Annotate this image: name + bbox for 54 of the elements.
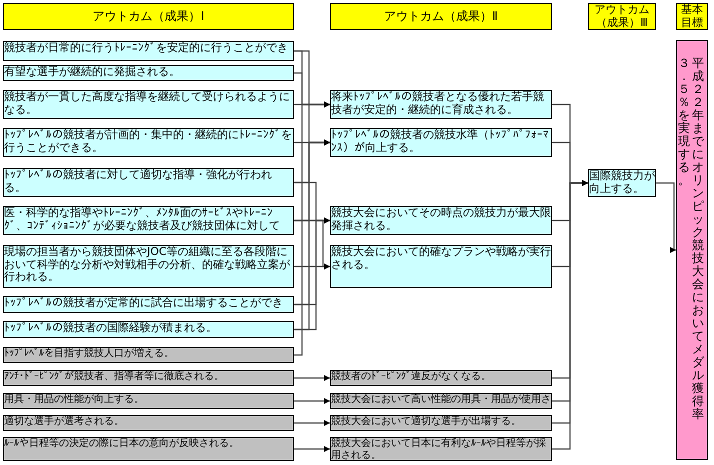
- column-header: [3, 3, 294, 30]
- outcome-box: [3, 347, 294, 363]
- outcome-box: [330, 90, 552, 119]
- connector-arrow: [294, 375, 330, 381]
- outcome-box: [3, 41, 294, 61]
- connector-arrow: [294, 398, 330, 404]
- header-text: アウトカム（成果）Ⅰ: [92, 10, 204, 24]
- outcome-text: 競技大会において的確なプランや戦略が実行される。: [331, 246, 551, 272]
- column-header: [588, 3, 656, 30]
- outcome-text: 競技大会において高い性能の用具・用品が使用さ: [331, 394, 551, 406]
- outcome-text: 医・科学的な指導やﾄﾚｰﾆﾝｸﾞ、ﾒﾝﾀﾙ面のｻｰﾋﾞｽやﾄﾚｰﾆﾝｸﾞ、ｺﾝﾃﾞｨｼｮﾆﾝｸﾞが必要な競技者及び競技団体に対して: [4, 207, 281, 232]
- connector-arrow: [656, 182, 676, 253]
- outcome-text: ﾄｯﾌﾟﾚﾍﾞﾙの競技者の国際経験が積まれる。: [4, 322, 218, 335]
- outcome-text: 将来ﾄｯﾌﾟﾚﾍﾞﾙの競技者となる優れた若手競技者が安定的・継続的に育成される。: [331, 91, 545, 116]
- outcome-box: [330, 415, 552, 431]
- outcome-box: [3, 321, 294, 338]
- outcome-text: 競技者が一貫した高度な指導を継続して受けられるようになる。: [4, 91, 291, 116]
- outcome-box: [3, 370, 294, 386]
- outcome-box: [330, 393, 552, 409]
- outcome-text: ﾄｯﾌﾟﾚﾍﾞﾙの競技者の競技水準（ﾄｯﾌﾟﾊﾟﾌｫｰﾏﾝｽ）が向上する。: [331, 129, 550, 154]
- connector-arrow: [294, 218, 330, 330]
- goal-text: 平成２２年までにオリンピック競技大会においてメダル獲得率３．５％を実現する。: [678, 57, 704, 421]
- outcome-text: ﾄｯﾌﾟﾚﾍﾞﾙの競技者が定常的に試合に出場することができ: [4, 297, 284, 310]
- outcome-box: [3, 437, 294, 461]
- connector-arrow: [294, 264, 330, 270]
- outcome-box: [3, 65, 294, 81]
- outcome-box: [330, 370, 552, 386]
- column-header: [676, 3, 708, 30]
- outcome-text: 適切な選手が選考される。: [4, 416, 125, 428]
- outcome-box: [330, 245, 552, 288]
- outcome-box: [3, 168, 294, 197]
- connector-arrow: [294, 446, 330, 452]
- outcome-text: 競技大会においてその時点の競技力が最大限発揮される。: [331, 207, 551, 232]
- outcome-box: [3, 206, 294, 235]
- outcome-text: ﾙｰﾙや日程等の決定の際に日本の意向が反映される。: [4, 438, 240, 450]
- connector-arrow: [294, 420, 330, 426]
- outcome-box: [3, 296, 294, 313]
- goal-box: [676, 40, 708, 460]
- header-text: アウトカム（成果）Ⅱ: [384, 10, 498, 24]
- outcome-text: 用具・用品の性能が向上する。: [4, 394, 145, 406]
- header-text: 基本目標: [680, 4, 704, 30]
- outcome-text: ﾄｯﾌﾟﾚﾍﾞﾙの競技者に対して適切な指導・強化が行われる。: [4, 169, 273, 194]
- header-text: アウトカム（成果）Ⅲ: [594, 4, 650, 30]
- outcome-text: 国際競技力が向上する。: [589, 170, 655, 196]
- outcome-text: 競技大会において適切な選手が出場する。: [331, 416, 522, 428]
- outcome-text: 現場の担当者から競技団体やJOC等の組織に至る各段階において科学的な分析や対戦相手の分析、的確な戦略立案が行われる。: [4, 246, 291, 284]
- column-header: [330, 3, 552, 30]
- outcome-box: [3, 393, 294, 409]
- outcome-text: 競技大会において日本に有利なﾙｰﾙや日程等が採用される。: [331, 438, 547, 461]
- outcome-text: ﾄｯﾌﾟﾚﾍﾞﾙの競技者が計画的・集中的・継続的にﾄﾚｰﾆﾝｸﾞを行うことができる。: [4, 129, 293, 154]
- outcome-box: [3, 415, 294, 431]
- connector-arrow: [294, 102, 330, 356]
- outcome-text: 競技者が日常的に行うﾄﾚｰﾆﾝｸﾞを安定的に行うことができ: [4, 42, 289, 55]
- outcome-text: 有望な選手が継続的に発掘される。: [4, 66, 181, 79]
